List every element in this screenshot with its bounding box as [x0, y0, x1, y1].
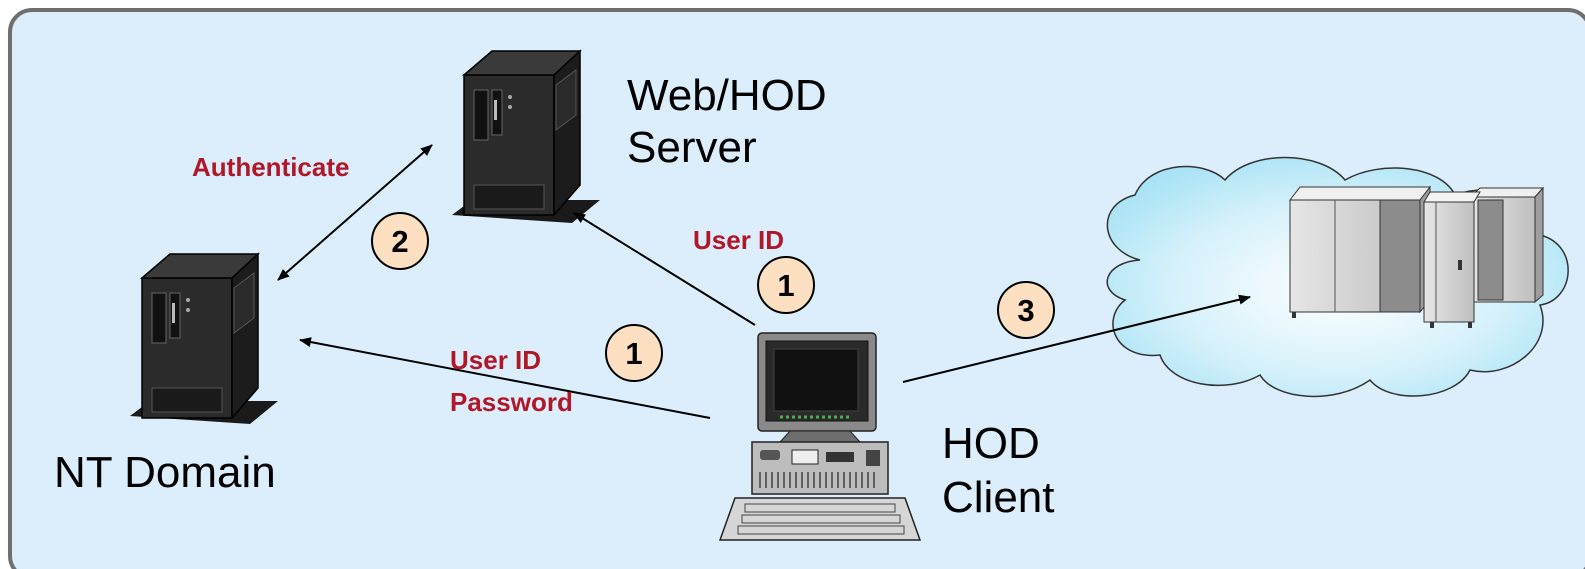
tower-server-icon [452, 49, 600, 223]
step-badge-2: 2 [371, 212, 429, 270]
annotation-authenticate: Authenticate [192, 152, 349, 182]
label-nt-domain: NT Domain [54, 448, 276, 497]
arrow-client-to-domain [299, 337, 711, 419]
desktop-computer-icon [718, 332, 922, 541]
arrow-client-to-host [902, 294, 1251, 383]
arrow-authenticate [277, 144, 433, 281]
label-hod-client-line1: HOD [942, 419, 1040, 468]
step-badge-3: 3 [997, 281, 1055, 339]
label-web-server-line2: Server [627, 123, 757, 172]
svg-text:1: 1 [625, 336, 642, 371]
annotation-user-id-top: User ID [693, 225, 784, 255]
tower-server-icon [130, 252, 278, 424]
svg-text:3: 3 [1017, 293, 1034, 328]
annotation-password-left: Password [450, 387, 573, 417]
mainframe-icon [1288, 185, 1545, 328]
label-web-server-line1: Web/HOD [627, 71, 827, 120]
step-badge-1-left: 1 [605, 324, 663, 382]
label-hod-client-line2: Client [942, 473, 1055, 522]
step-badge-1-top: 1 [757, 256, 815, 314]
svg-text:2: 2 [391, 224, 408, 259]
annotation-user-id-left: User ID [450, 345, 541, 375]
arrow-client-to-server [573, 212, 756, 326]
svg-text:1: 1 [777, 268, 794, 303]
